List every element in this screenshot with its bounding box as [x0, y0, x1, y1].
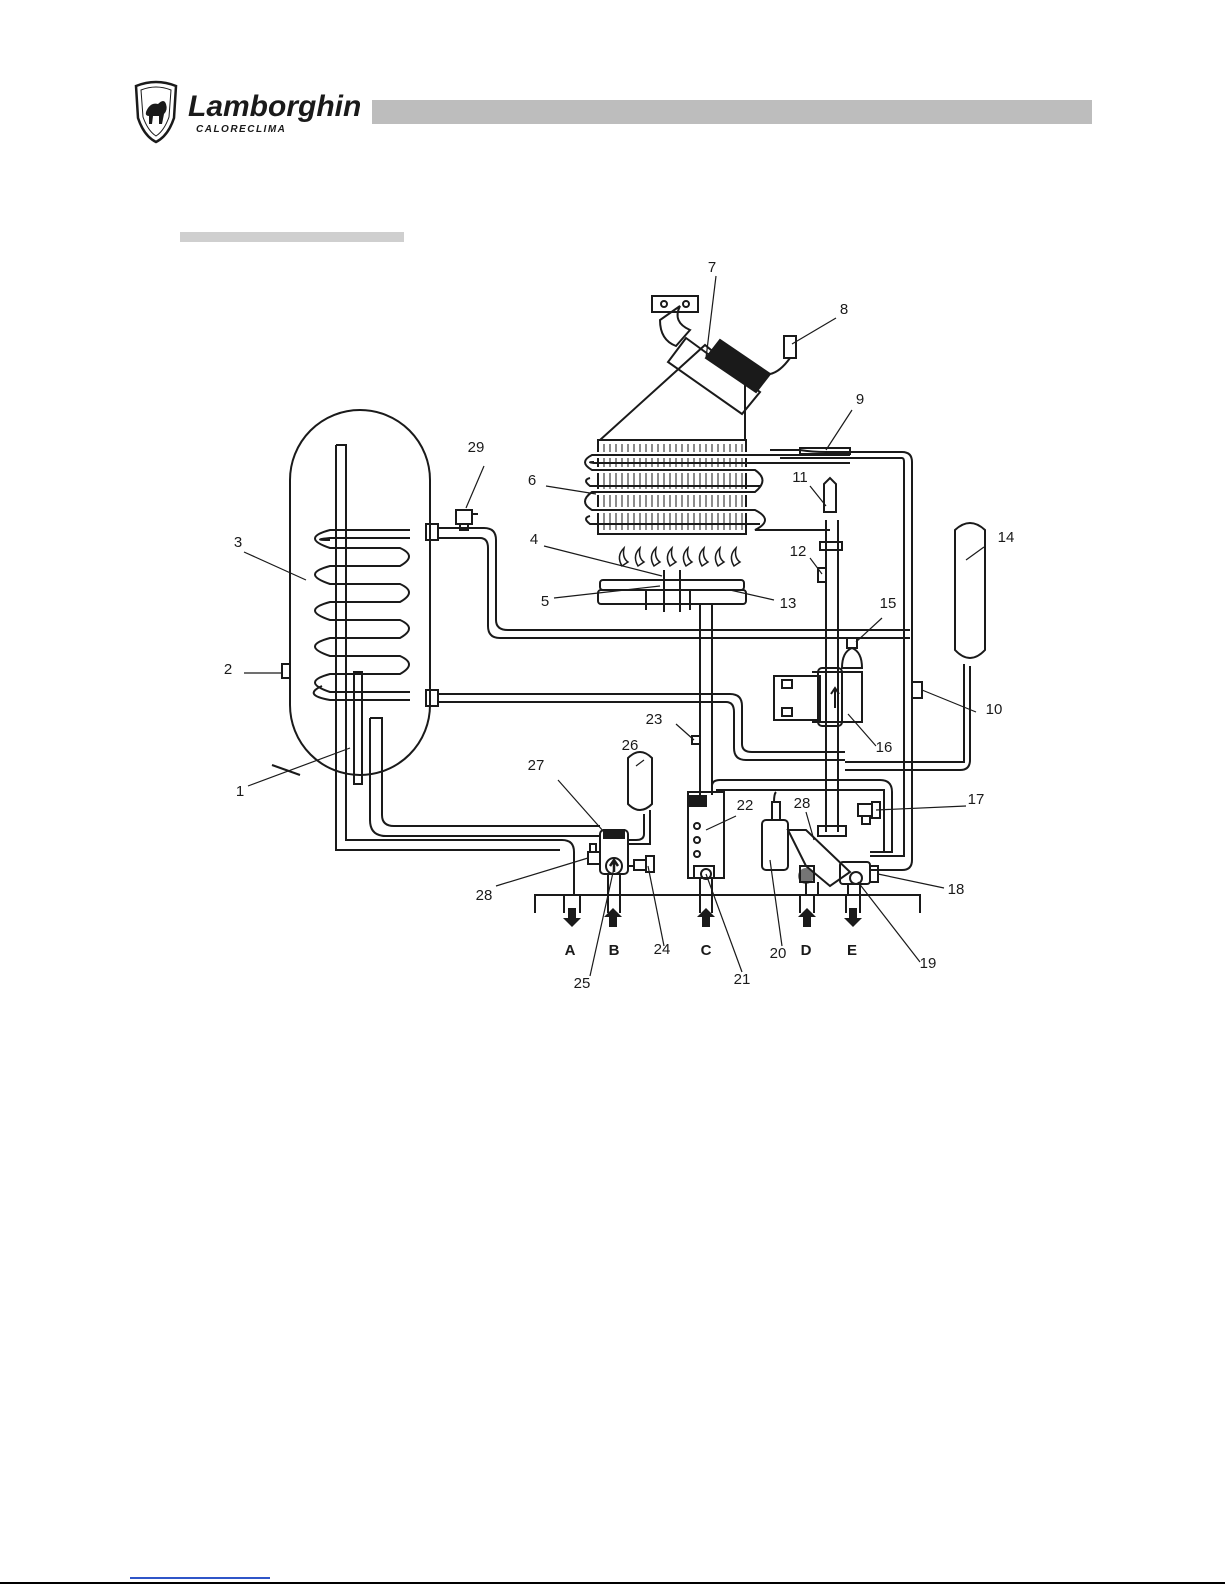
flow-sensor-unit	[600, 830, 628, 895]
drain-cock	[588, 844, 600, 864]
connection-label-c: C	[701, 942, 712, 959]
callout-25: 25	[574, 975, 591, 992]
callout-9: 9	[856, 391, 864, 408]
callout-23: 23	[646, 711, 663, 728]
callout-14: 14	[998, 529, 1015, 546]
callout-24: 24	[654, 941, 671, 958]
callout-2: 2	[224, 661, 232, 678]
boiler-hydraulic-diagram: 1 2 3 4 5 6 7 8 9 10 11 12 13 14 15 16 1…	[0, 0, 1225, 1050]
callout-3: 3	[234, 534, 242, 551]
air-pressure-switch	[770, 336, 796, 374]
connection-label-a: A	[565, 942, 576, 959]
connection-label-b: B	[609, 942, 620, 959]
flow-pipe	[826, 520, 838, 832]
callout-28-right: 28	[794, 795, 811, 812]
callout-29: 29	[468, 439, 485, 456]
tank-coil	[314, 530, 410, 700]
callout-18: 18	[948, 881, 965, 898]
callout-22: 22	[737, 797, 754, 814]
circulation-pump	[774, 668, 862, 726]
callout-5: 5	[541, 593, 549, 610]
footer-rule	[0, 1582, 1225, 1584]
down-arrow-icon	[563, 908, 581, 927]
callout-16: 16	[876, 739, 893, 756]
tank-outlet-pipe	[370, 718, 600, 836]
callout-6: 6	[528, 472, 536, 489]
base-plate	[535, 895, 920, 913]
footer-link-underline[interactable]	[130, 1577, 270, 1579]
gas-valve	[688, 792, 724, 895]
callout-11: 11	[792, 469, 808, 486]
callout-1: 1	[236, 783, 244, 800]
tank-sensor	[282, 664, 290, 678]
callout-21: 21	[734, 971, 751, 988]
callout-26: 26	[622, 737, 639, 754]
connection-label-d: D	[801, 942, 812, 959]
hydraulic-group	[762, 792, 878, 895]
safety-valve	[858, 802, 880, 824]
callout-13: 13	[780, 595, 797, 612]
callout-19: 19	[920, 955, 937, 972]
callout-15: 15	[880, 595, 897, 612]
callout-7: 7	[708, 259, 716, 276]
callout-28-left: 28	[476, 887, 493, 904]
burner-flames	[619, 548, 740, 566]
callout-4: 4	[530, 531, 538, 548]
callout-12: 12	[790, 543, 807, 560]
connection-label-e: E	[847, 942, 857, 959]
expansion-vessel	[955, 523, 985, 658]
callout-27: 27	[528, 757, 545, 774]
automatic-air-vent	[842, 638, 862, 668]
callout-17: 17	[968, 791, 985, 808]
callout-8: 8	[840, 301, 848, 318]
dhw-expansion-vessel	[628, 752, 652, 810]
callout-10: 10	[986, 701, 1003, 718]
flow-sensor	[912, 682, 922, 698]
callout-20: 20	[770, 945, 787, 962]
dhw-probe	[628, 856, 654, 872]
